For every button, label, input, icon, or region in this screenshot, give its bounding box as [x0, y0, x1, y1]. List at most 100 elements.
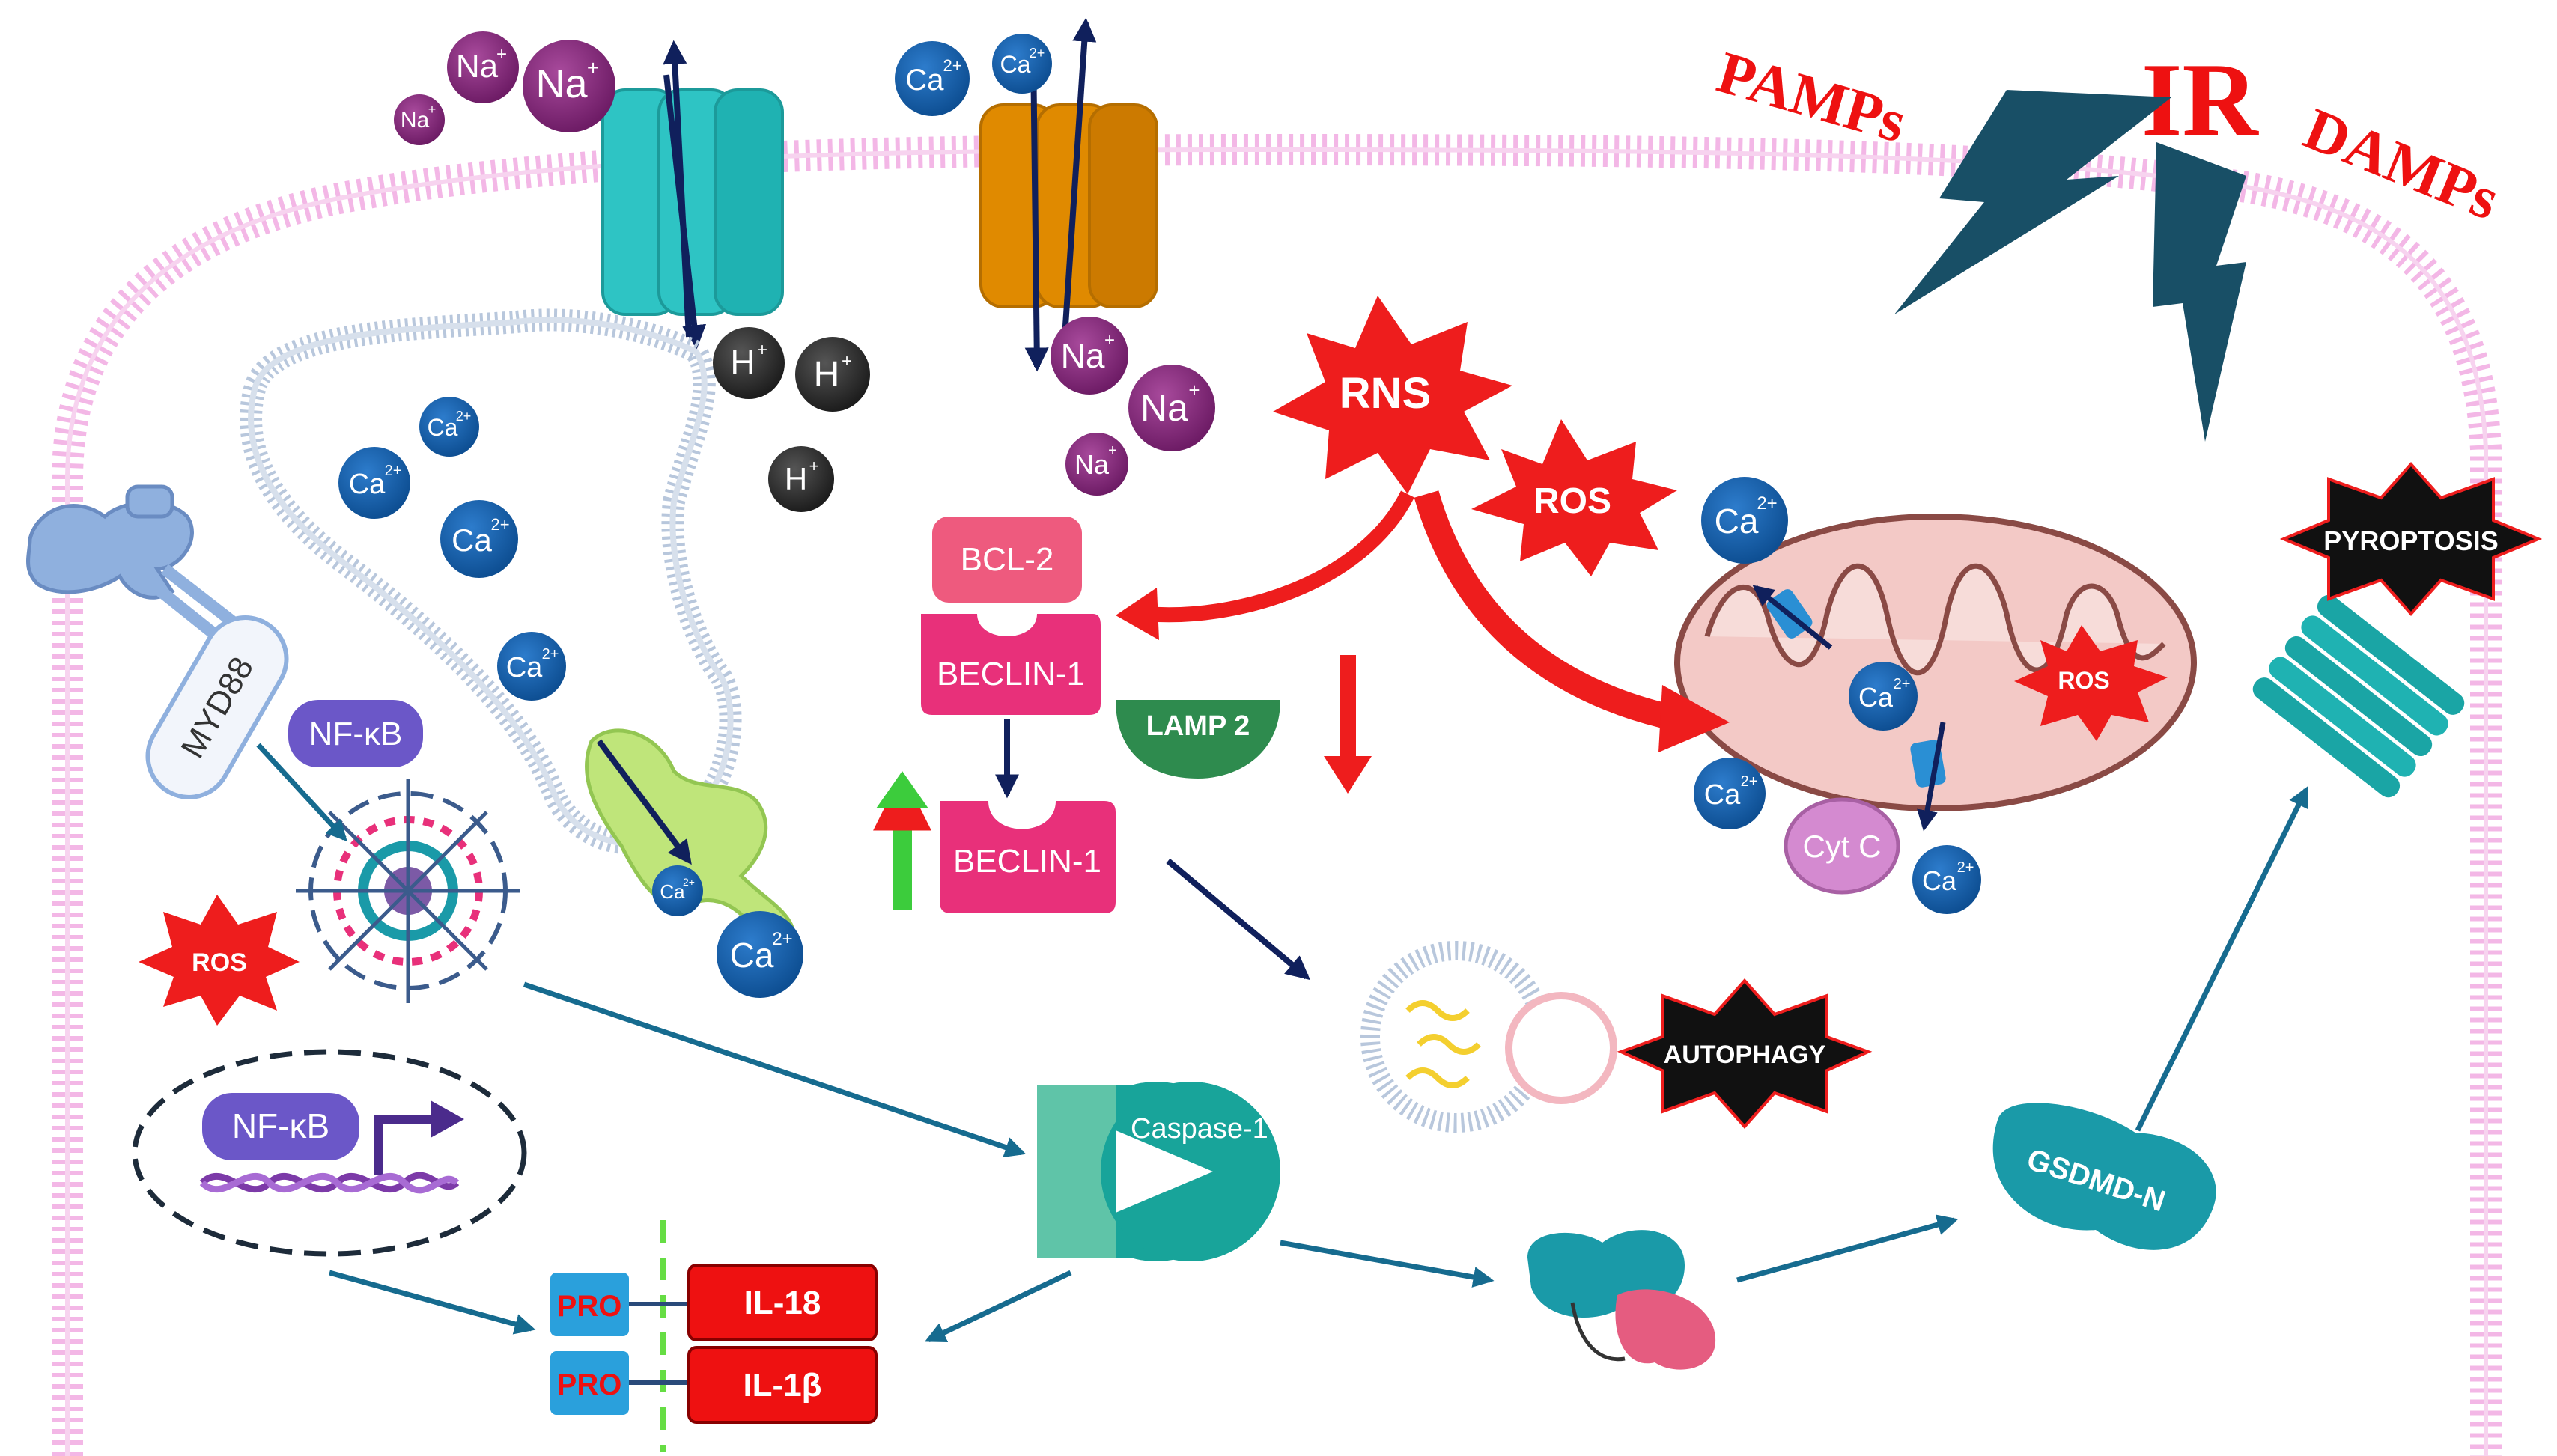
na-ion-charge: +: [496, 44, 507, 64]
autophagy-label: AUTOPHAGY: [1664, 1041, 1826, 1069]
pyroptosis-burst: [2279, 461, 2543, 617]
na-ion: Na+: [394, 94, 445, 145]
up-arrowhead-icon: [876, 771, 928, 808]
autophagy-burst: [1617, 978, 1873, 1130]
nfkb-nucleus-label: NF-κB: [232, 1106, 329, 1145]
bcl2-label: BCL-2: [961, 541, 1054, 578]
ca-ion-label: Ca: [660, 880, 685, 903]
ca-ion-label: Ca: [451, 523, 492, 558]
arrow-rns-mito: [1414, 490, 1680, 731]
na-ion-charge: +: [1104, 330, 1115, 350]
na-ion-charge: +: [1188, 379, 1200, 401]
arrow-rns-bcl2: [1145, 490, 1414, 623]
na-ion: Na+: [1128, 365, 1215, 451]
ca-ion: Ca2+: [717, 911, 803, 998]
transcription-arrowhead-icon: [431, 1100, 464, 1138]
ca-ion: Ca2+: [992, 34, 1052, 94]
caspase-1: [1037, 1082, 1280, 1261]
ros-center-label: ROS: [1533, 481, 1611, 521]
caspase1-label: Caspase-1: [1131, 1113, 1268, 1145]
rns-burst: [1273, 296, 1512, 494]
il18-box: [687, 1264, 878, 1341]
rns-label: RNS: [1340, 369, 1431, 418]
pyroptosis-label: PYROPTOSIS: [2323, 526, 2498, 556]
na-ion: Na+: [1051, 317, 1128, 395]
il1b-box: [687, 1346, 878, 1424]
ca-ion-charge: 2+: [1030, 46, 1045, 61]
ca-ion-label: Ca: [1000, 51, 1031, 78]
h-ion: H+: [713, 327, 785, 399]
nfkb-nucleus: [202, 1093, 359, 1160]
autophagosome: [1360, 941, 1617, 1133]
arrow-mito-ca-out: [1752, 585, 1833, 650]
myd88-adaptor: MYD88: [145, 615, 289, 799]
na-ion: Na+: [447, 31, 519, 103]
inflammasome-complex: [296, 779, 520, 1003]
ros-burst-inflammasome: [139, 895, 300, 1026]
lamp2-label: LAMP 2: [1146, 710, 1250, 742]
ca-ion-charge: 2+: [456, 409, 472, 424]
ros-mito-label: ROS: [2058, 667, 2109, 694]
arrow-caspase-il: [924, 1270, 1072, 1343]
ca-ion: Ca2+: [419, 397, 479, 457]
cytc-shape: [1784, 797, 1900, 895]
ca-ion-charge: 2+: [1894, 676, 1911, 692]
dna-strand-icon: [199, 1172, 460, 1194]
ca-ion-charge: 2+: [1757, 493, 1777, 514]
ros-burst-center: [1471, 419, 1677, 576]
nfkb-cytoplasm-label: NF-κB: [309, 716, 403, 752]
h-ion-charge: +: [757, 340, 767, 360]
arrow-gsdmdn-pore: [2135, 785, 2309, 1132]
ca-ion-label: Ca: [1704, 779, 1741, 811]
beclin-bound-box: [921, 614, 1101, 715]
na-ion-label: Na: [401, 108, 430, 132]
pro-box-2: [550, 1351, 629, 1415]
cytc-label: Cyt C: [1803, 829, 1882, 864]
beclin-bound-label: BECLIN-1: [937, 656, 1085, 692]
ca-ion-charge: 2+: [772, 929, 792, 949]
damps-label: DAMPs: [2295, 96, 2508, 233]
h-ion: H+: [795, 337, 870, 412]
lightning-bolt-icon: [2153, 142, 2246, 442]
nfkb-cytoplasm: [288, 700, 423, 767]
ca-ion: Ca2+: [652, 865, 703, 916]
ca-ion-label: Ca: [506, 652, 543, 683]
na-ion-charge: +: [587, 56, 599, 79]
ca-ion-charge: 2+: [542, 646, 559, 662]
na-ion: Na+: [1065, 433, 1128, 496]
arrow-gsdmd-cleavage: [1736, 1214, 1959, 1283]
arrowhead-rns-bcl2: [1116, 588, 1159, 640]
tlr-receptor-icon: [26, 484, 236, 642]
gsdmd-n: GSDMD-N: [1992, 1103, 2216, 1250]
gsdmd-pore: [2252, 594, 2465, 798]
lightning-bolt-icon: [1894, 90, 2171, 314]
gasdermin-d-icon: [1527, 1230, 1716, 1370]
ca-ion: Ca2+: [895, 41, 970, 116]
ca-ion-label: Ca: [1858, 682, 1894, 713]
transcription-arrow-icon: [374, 1115, 434, 1175]
ca-ion-charge: 2+: [943, 56, 961, 75]
h-ion-label: H: [814, 355, 840, 395]
na-ion-label: Na: [1061, 336, 1105, 375]
arrow-beclin-autophagy: [1166, 858, 1310, 981]
arrow-inflammasome-caspase: [523, 981, 1027, 1158]
cell-membrane: [52, 133, 2502, 1456]
bcl2-box: [932, 517, 1082, 603]
lamp2-shape: [1116, 700, 1280, 779]
arrow-myd88-inflammasome: [256, 743, 347, 842]
ca-ion: Ca2+: [1701, 477, 1788, 564]
ca-ion-label: Ca: [905, 64, 944, 97]
nucleus: [132, 1049, 527, 1257]
pro-label-2: PRO: [557, 1368, 622, 1401]
ros-burst-mito: [2014, 625, 2168, 741]
down-arrowhead-icon: [1324, 756, 1372, 794]
na-ion: Na+: [523, 40, 615, 132]
ca-ion-label: Ca: [1922, 865, 1957, 896]
beclin-free-box: [940, 801, 1116, 913]
na-ion-label: Na: [456, 48, 499, 85]
ca-ion-charge: 2+: [683, 876, 695, 888]
